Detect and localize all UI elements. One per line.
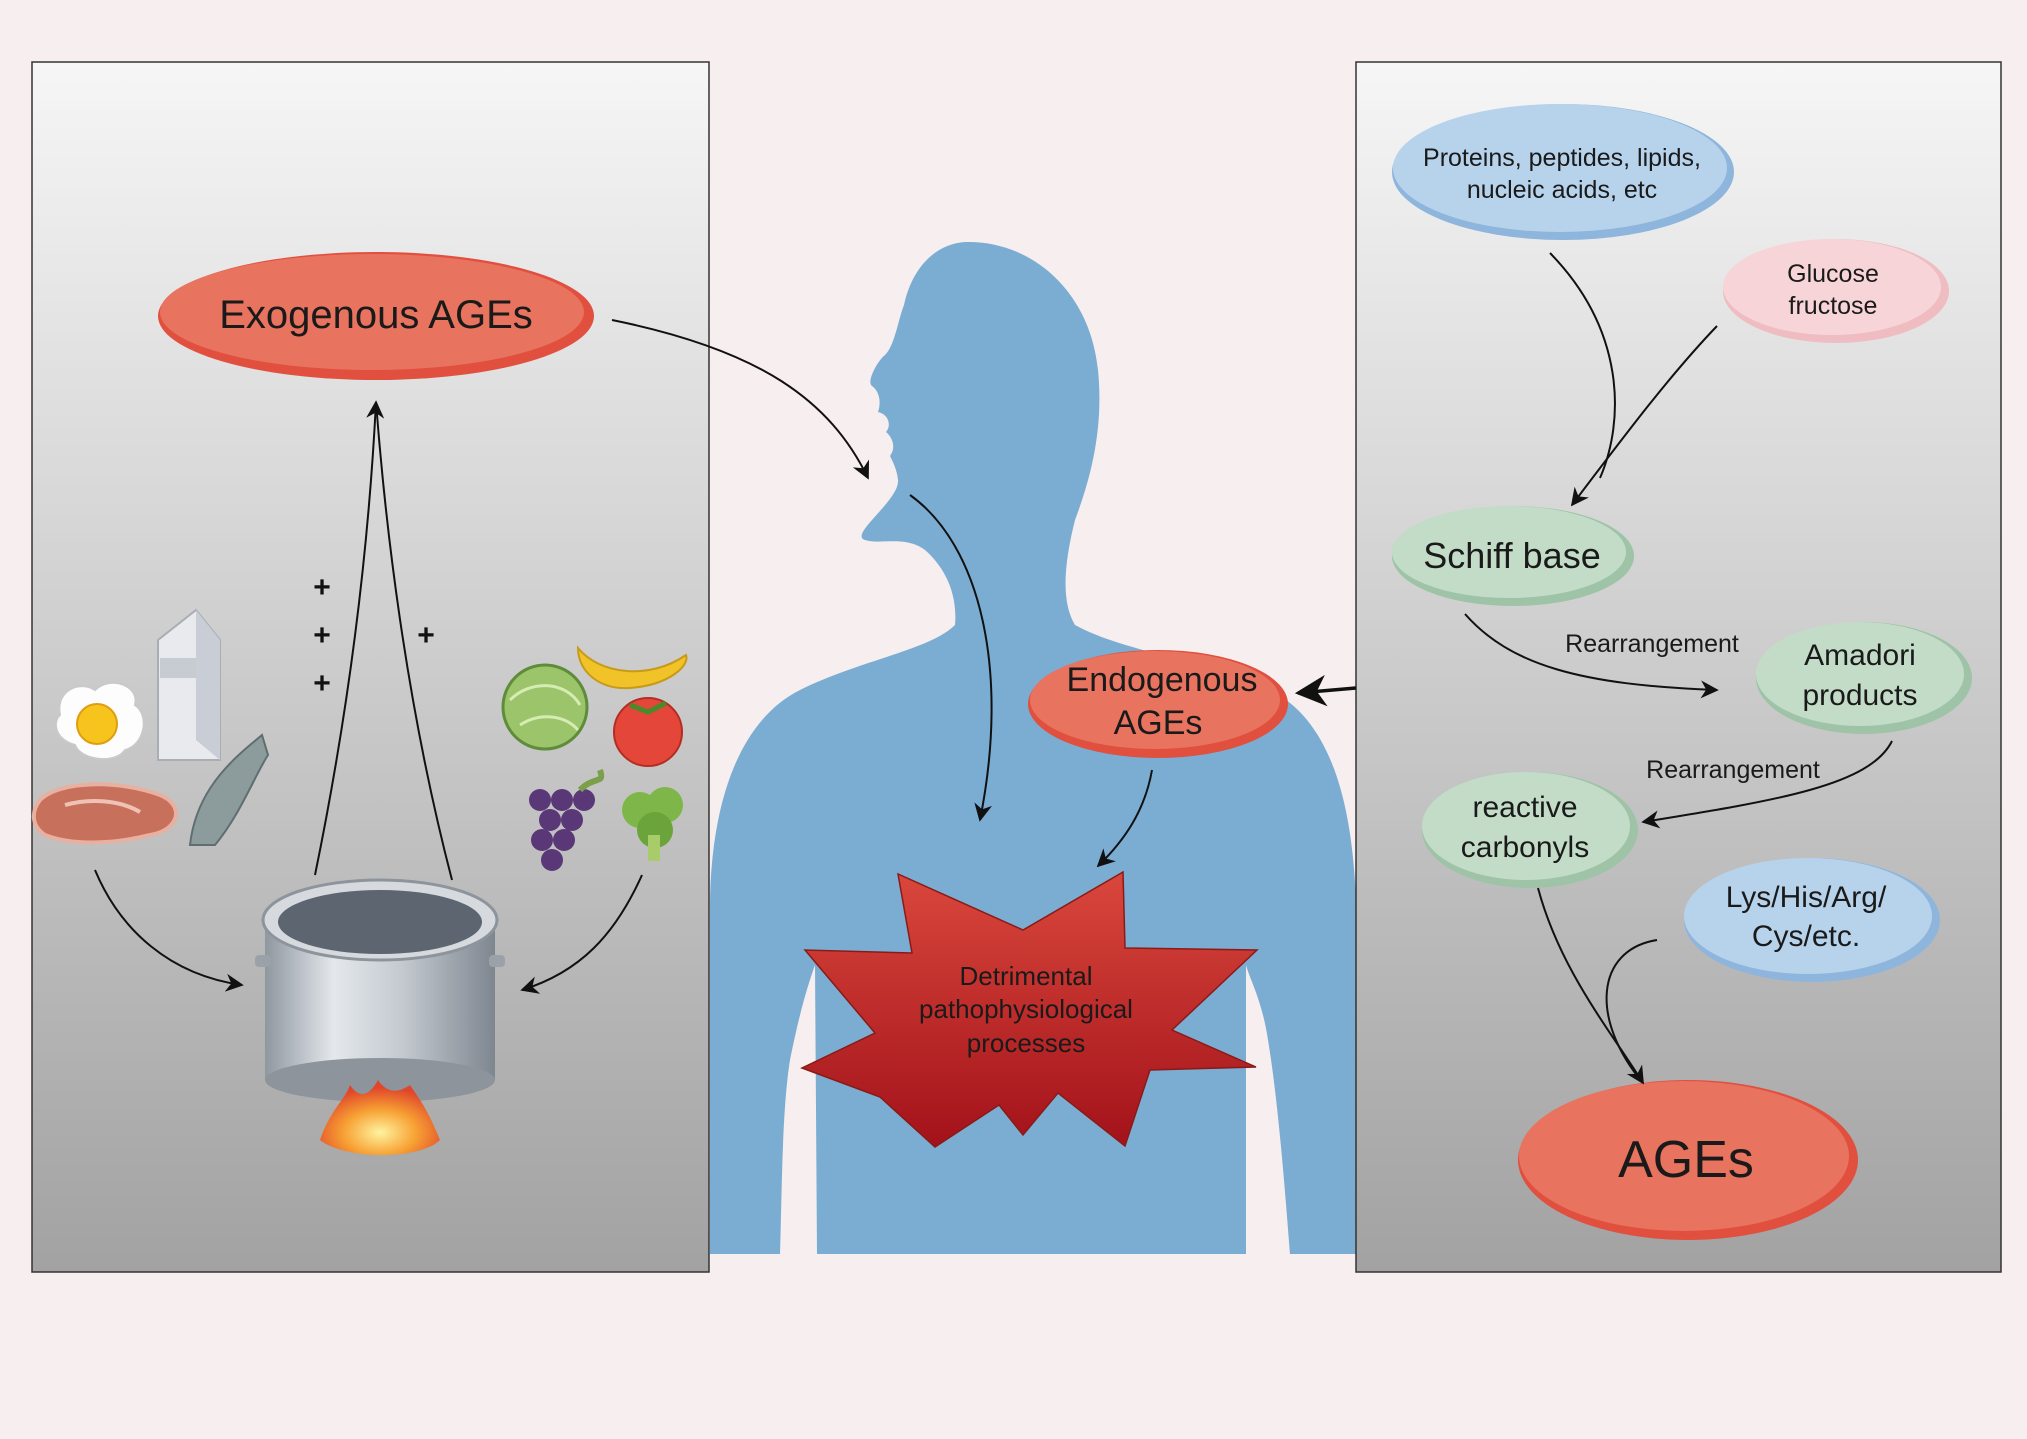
schiff-base-label: Schiff base xyxy=(1423,535,1600,576)
amino-acids-node: Lys/His/Arg/ Cys/etc. xyxy=(1684,858,1940,982)
exogenous-to-mouth-arrow xyxy=(611,319,869,480)
pot-to-exogenous-arrow xyxy=(314,400,385,876)
milk-carton-icon xyxy=(157,608,221,761)
amadori-to-carbonyls-arrow xyxy=(1641,740,1893,829)
pathway-arrows xyxy=(1464,252,1893,1085)
left-panel-arrows xyxy=(94,400,643,994)
detrimental-processes-node: Detrimental pathophysiological processes xyxy=(800,870,1259,1148)
fish-icon xyxy=(188,733,270,846)
fire-icon xyxy=(320,1080,440,1155)
tomato-icon xyxy=(613,697,683,767)
endogenous-to-detrimental-arrow xyxy=(1096,769,1153,868)
pathway-to-endogenous-arrow xyxy=(1294,674,1357,707)
amadori-node: Amadori products xyxy=(1756,622,1972,734)
schiff-to-amadori-arrow xyxy=(1464,613,1719,699)
endogenous-label-line: AGEs xyxy=(1114,704,1203,742)
ages-node: AGEs xyxy=(1518,1080,1858,1240)
plus-sign: + xyxy=(313,667,331,700)
plant-food-to-pot-arrow xyxy=(520,874,643,994)
amadori-label-line: products xyxy=(1802,679,1917,712)
carbonyls-to-ages-arrow xyxy=(1537,887,1644,1085)
meat-steak-icon xyxy=(31,782,178,845)
cabbage-icon xyxy=(501,663,589,751)
banana-icon xyxy=(576,645,688,690)
digestion-to-detrimental-arrow xyxy=(909,494,993,822)
rearrangement-label: Rearrangement xyxy=(1565,630,1739,658)
pot-to-exogenous-arrow-right xyxy=(375,401,453,881)
schiff-base-node: Schiff base xyxy=(1392,506,1634,606)
amino-acids-label-line: Lys/His/Arg/ xyxy=(1726,881,1887,914)
ages-label: AGEs xyxy=(1618,1131,1754,1189)
grapes-icon xyxy=(529,769,605,871)
center-arrows xyxy=(611,319,1357,868)
detrimental-label-line: pathophysiological xyxy=(919,994,1133,1024)
egg-icon xyxy=(54,681,145,761)
cooking-pot-icon xyxy=(255,878,505,1102)
carbonyls-label-line: carbonyls xyxy=(1461,831,1589,864)
amadori-label-line: Amadori xyxy=(1804,639,1916,672)
exogenous-ages-node: Exogenous AGEs xyxy=(158,252,594,380)
proteins-node: Proteins, peptides, lipids, nucleic acid… xyxy=(1392,104,1734,240)
endogenous-label-line: Endogenous xyxy=(1067,661,1258,699)
exogenous-ages-label: Exogenous AGEs xyxy=(219,293,533,337)
animal-food-to-pot-arrow xyxy=(94,869,244,992)
broccoli-icon xyxy=(622,787,683,861)
glucose-to-schiff-arrow xyxy=(1570,325,1718,507)
carbonyls-label-line: reactive xyxy=(1472,791,1577,824)
detrimental-label-line: processes xyxy=(967,1028,1086,1058)
proteins-to-schiff-arrow xyxy=(1549,252,1616,479)
reactive-carbonyls-node: reactive carbonyls xyxy=(1422,772,1638,888)
endogenous-ages-node: Endogenous AGEs xyxy=(1028,650,1288,758)
glucose-label-line: fructose xyxy=(1789,292,1878,320)
proteins-label-line: Proteins, peptides, lipids, xyxy=(1423,144,1701,172)
amino-acids-label-line: Cys/etc. xyxy=(1752,920,1860,953)
proteins-label-line: nucleic acids, etc xyxy=(1467,176,1657,204)
glucose-node: Glucose fructose xyxy=(1723,239,1949,343)
detrimental-label-line: Detrimental xyxy=(960,961,1093,991)
glucose-label-line: Glucose xyxy=(1787,260,1879,288)
amino-acids-to-ages-arrow xyxy=(1605,939,1658,1084)
plus-sign: + xyxy=(417,619,435,652)
rearrangement-label: Rearrangement xyxy=(1646,756,1820,784)
plus-sign: + xyxy=(313,571,331,604)
plus-sign: + xyxy=(313,619,331,652)
